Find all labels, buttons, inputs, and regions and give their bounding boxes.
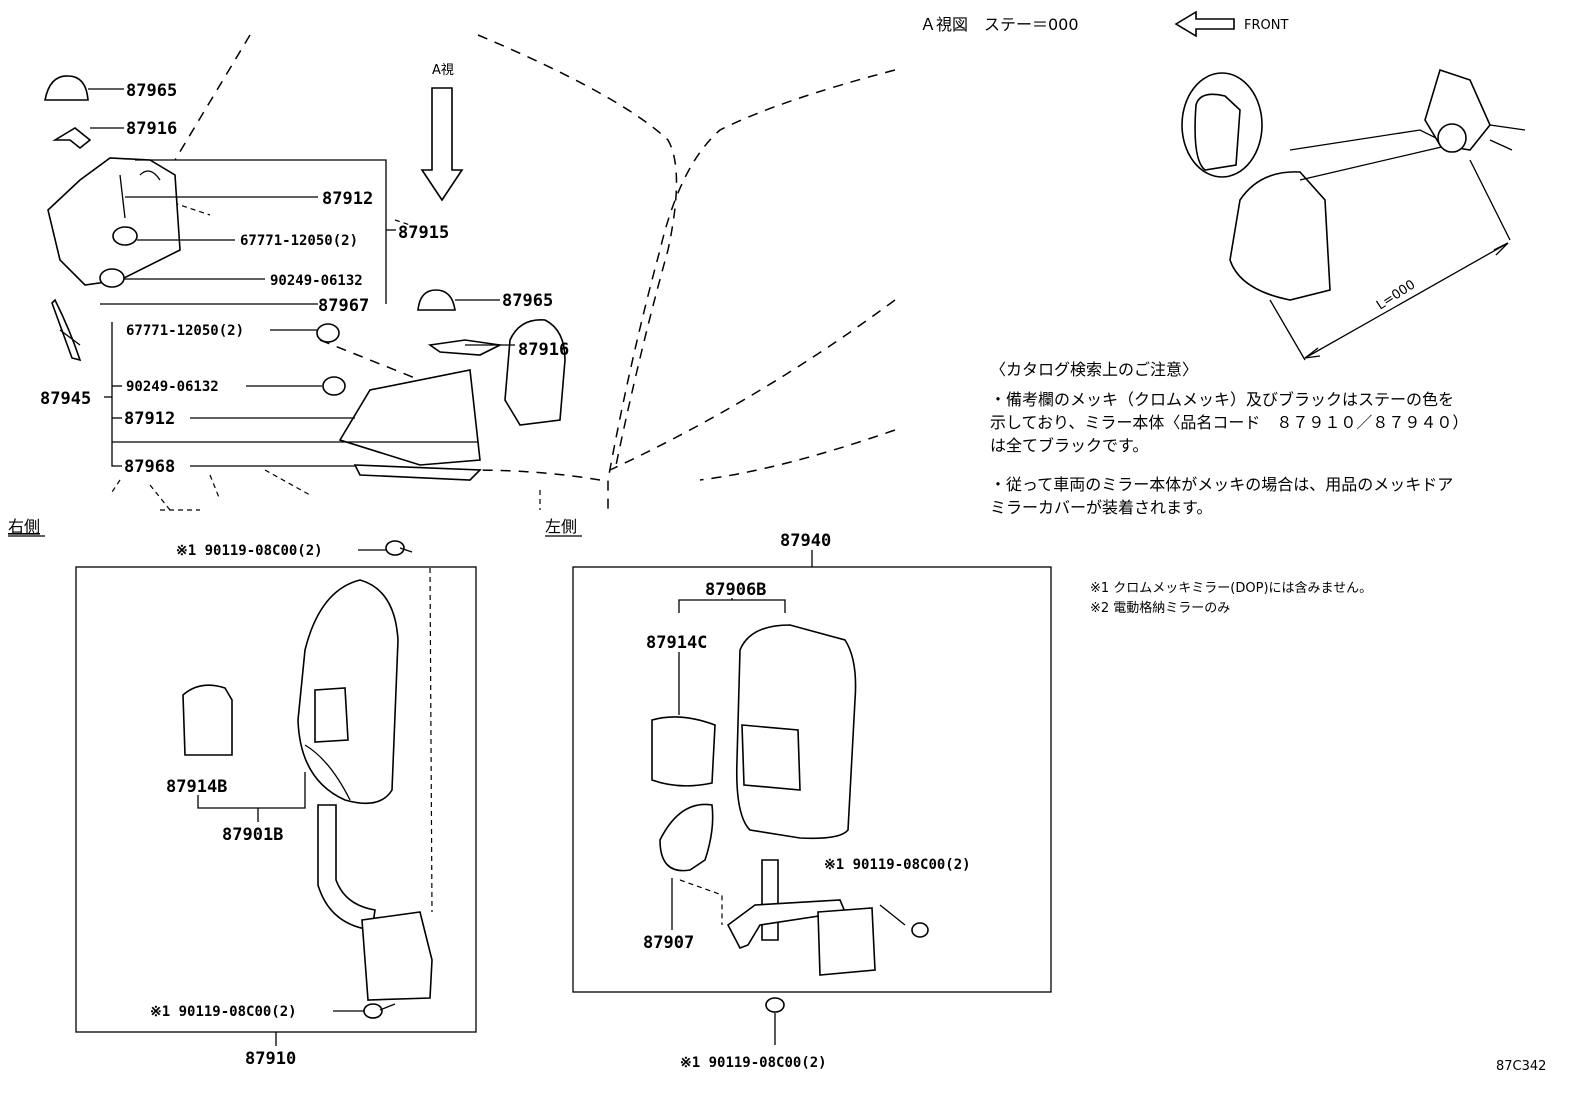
right-leaders [197, 549, 386, 1046]
label-87912-b: 87912 [124, 409, 175, 429]
label-87914c: 87914C [646, 633, 707, 653]
top-leaders [88, 88, 515, 467]
label-87945: 87945 [40, 389, 91, 409]
footnote-2: ※2 電動格納ミラーのみ [1090, 600, 1230, 616]
left-mirror-drawing [651, 624, 929, 1013]
label-87907: 87907 [643, 933, 694, 953]
label-87968: 87968 [124, 457, 175, 477]
dimension-label: L=000 [1374, 277, 1418, 313]
notes-line-4: ・従って車両のミラー本体がメッキの場合は、用品のメッキドア [990, 475, 1453, 494]
label-87906b: 87906B [705, 580, 766, 600]
notes-line-2: 示しており、ミラー本体〈品名コード ８７９１０／８７９４０） [990, 413, 1468, 432]
label-87910: 87910 [245, 1049, 296, 1069]
mirror-a-view-drawing [1181, 68, 1526, 361]
left-bolt-side-label: ※1 90119-08C00(2) [824, 857, 971, 873]
label-67771-a: 67771-12050(2) [240, 233, 358, 249]
notes-line-5: ミラーカバーが装着されます。 [990, 498, 1212, 517]
right-bolt-bottom-label: ※1 90119-08C00(2) [150, 1004, 297, 1020]
footnote-1: ※1 クロムメッキミラー(DOP)には含みません。 [1090, 580, 1372, 596]
clip-87916-shape [52, 127, 92, 150]
label-90249-a: 90249-06132 [270, 273, 363, 289]
top-part-labels: 87965 87916 87912 67771-12050(2) 87915 9… [40, 81, 569, 477]
notes-line-3: は全てブラックです。 [990, 436, 1148, 455]
label-90249-b: 90249-06132 [126, 379, 219, 395]
view-a-arrow [420, 87, 464, 202]
label-87914b: 87914B [166, 777, 227, 797]
right-bolt-top-label: ※1 90119-08C00(2) [176, 543, 323, 559]
label-87912-a: 87912 [322, 189, 373, 209]
label-87916-a: 87916 [126, 119, 177, 139]
left-leaders [671, 550, 906, 1045]
cover-assembly-87945 [316, 289, 566, 481]
view-a-arrow-label: A視 [432, 63, 454, 78]
front-arrow-icon [1174, 10, 1235, 38]
diagram-id: 87C342 [1496, 1059, 1546, 1074]
left-side-label: 左側 [545, 517, 577, 536]
cover-assembly-87915 [44, 75, 181, 362]
cap-87965-shape [44, 75, 89, 101]
notes-heading: 〈カタログ検索上のご注意〉 [990, 360, 1198, 379]
right-side-label: 右側 [8, 517, 40, 536]
front-label: FRONT [1244, 18, 1288, 33]
label-87965-b: 87965 [502, 291, 553, 311]
label-87940: 87940 [780, 531, 831, 551]
label-67771-b: 67771-12050(2) [126, 323, 244, 339]
vehicle-body-outline [109, 34, 896, 511]
label-87901b: 87901B [222, 825, 283, 845]
label-87915: 87915 [398, 223, 449, 243]
right-mirror-drawing [182, 540, 433, 1019]
label-87916-b: 87916 [518, 340, 569, 360]
catalog-notes: 〈カタログ検索上のご注意〉 ・備考欄のメッキ（クロムメッキ）及びブラックはステー… [990, 360, 1468, 517]
view-a-title: Ａ視図 ステー＝000 [920, 15, 1079, 34]
label-87967: 87967 [318, 296, 369, 316]
left-bolt-bottom-label: ※1 90119-08C00(2) [680, 1055, 827, 1071]
label-87965-a: 87965 [126, 81, 177, 101]
notes-line-1: ・備考欄のメッキ（クロムメッキ）及びブラックはステーの色を [990, 390, 1454, 409]
